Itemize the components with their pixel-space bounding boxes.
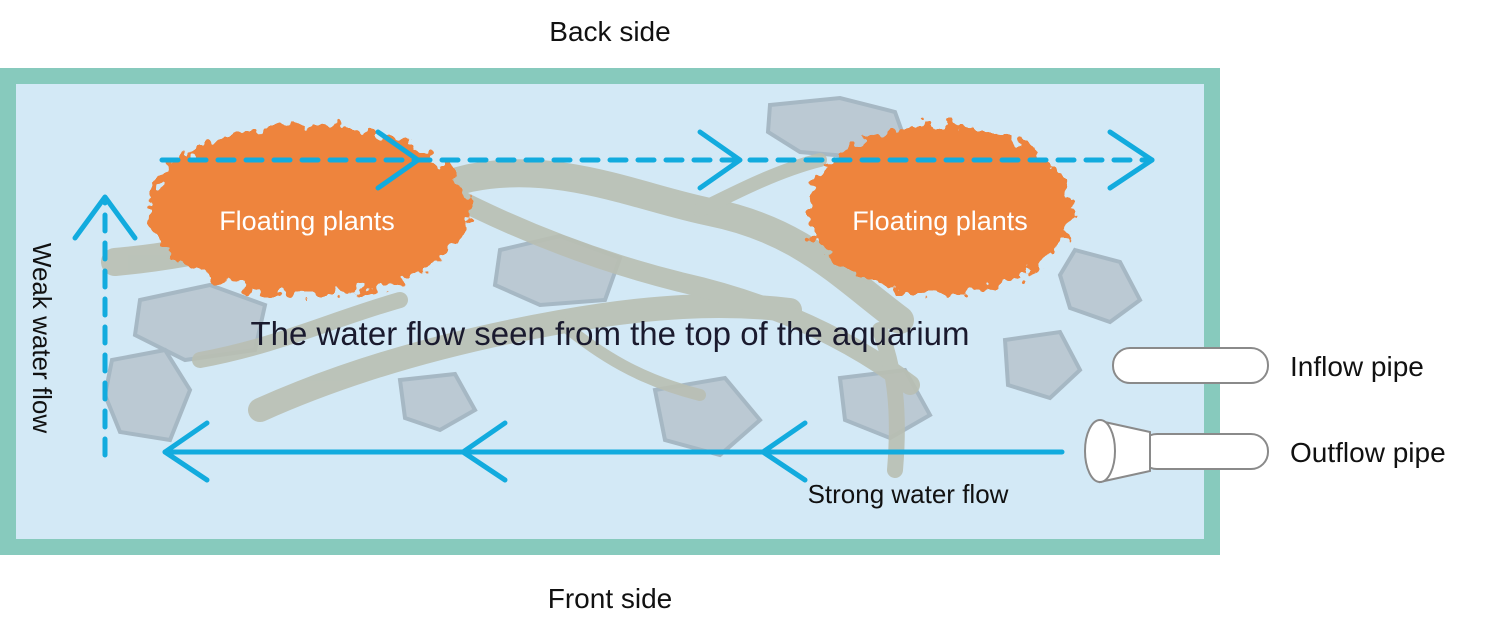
back-side-label: Back side (549, 16, 670, 47)
diagram-title: The water flow seen from the top of the … (250, 315, 969, 352)
right-arrowhead (1107, 129, 1155, 191)
rock (1057, 247, 1143, 325)
rock (1002, 329, 1083, 401)
rock (652, 375, 763, 458)
inflow-pipe-label: Inflow pipe (1290, 351, 1424, 382)
weak-flow-arrows (72, 129, 1155, 458)
plant-right-label: Floating plants (852, 206, 1028, 236)
strong-flow-arrows (162, 420, 1065, 483)
plant-clump (148, 125, 468, 295)
right-arrowhead (375, 129, 421, 191)
left-arrowhead (162, 420, 210, 483)
weak-flow-label: Weak water flow (27, 243, 57, 433)
plant-clump (808, 125, 1072, 295)
rock (397, 371, 478, 433)
front-side-label: Front side (548, 583, 673, 614)
floating-plants-left: Floating plants (148, 125, 468, 295)
outflow-pipe (1084, 419, 1269, 484)
strong-flow-label: Strong water flow (808, 479, 1009, 509)
left-arrowhead (460, 420, 508, 483)
inflow-pipe (1112, 347, 1269, 384)
right-arrowhead (697, 129, 743, 191)
rocks (102, 95, 1143, 458)
floating-plants-right: Floating plants (808, 125, 1072, 295)
outflow-pipe-label: Outflow pipe (1290, 437, 1446, 468)
left-arrowhead (760, 420, 808, 483)
plant-left-label: Floating plants (219, 206, 395, 236)
up-arrowhead (72, 194, 138, 241)
